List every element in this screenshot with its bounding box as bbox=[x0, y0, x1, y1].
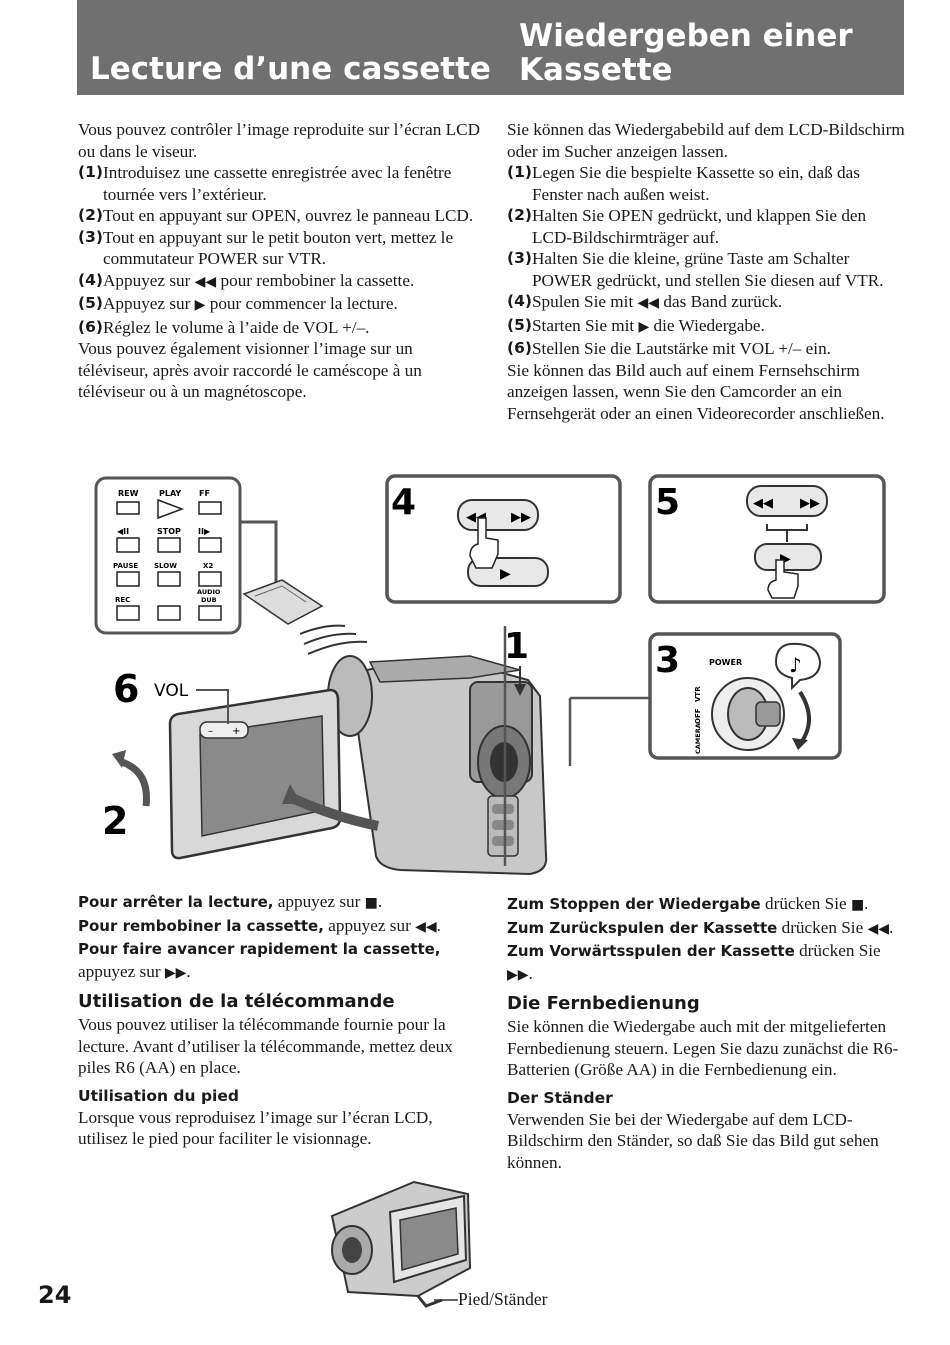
stop-icon: ■ bbox=[850, 897, 865, 913]
vol-label: VOL bbox=[154, 681, 189, 701]
open-lcd-arrow-icon bbox=[120, 758, 150, 807]
step-number-6: 6 bbox=[113, 667, 139, 711]
fr-step-4: (4)Appuyez sur ◀◀ pour rembobiner la cas… bbox=[78, 270, 415, 290]
de-step-3: (3)Halten Sie die kleine, grüne Taste am… bbox=[507, 249, 884, 290]
remote-label-x2: X2 bbox=[203, 562, 213, 570]
fr-step-1: (1)Introduisez une cassette enregistrée … bbox=[78, 163, 452, 204]
fr-step-5: (5)Appuyez sur ▶ pour commencer la lectu… bbox=[78, 294, 398, 313]
fr-stand-heading: Utilisation du pied bbox=[78, 1086, 239, 1105]
vol-buttons bbox=[199, 721, 249, 739]
remote-label-stop: STOP bbox=[157, 527, 181, 536]
step-number-5: 5 bbox=[655, 482, 680, 523]
remote-label-dub: DUB bbox=[201, 596, 217, 604]
fr-ff-tip: Pour faire avancer rapidement la cassett… bbox=[78, 940, 441, 981]
de-instructions: Sie können das Wiedergabebild auf dem LC… bbox=[507, 119, 905, 424]
de-step-2: (2)Halten Sie OPEN gedrückt, und klappen… bbox=[507, 206, 867, 247]
stand-caption: Pied/Ständer bbox=[458, 1289, 548, 1309]
svg-text:+: + bbox=[232, 726, 240, 737]
fr-instructions: Vous pouvez contrôler l’image reproduite… bbox=[78, 119, 483, 403]
remote-control-panel: REW PLAY FF ◀II STOP II▶ PAUSE SLOW X2 R… bbox=[94, 476, 242, 635]
power-label: POWER bbox=[709, 658, 742, 667]
fr-rewind-tip: Pour rembobiner la cassette, appuyez sur… bbox=[78, 915, 441, 935]
de-step-5: (5)Starten Sie mit ▶ die Wiedergabe. bbox=[507, 315, 765, 335]
play-icon: ▶ bbox=[638, 318, 650, 335]
playback-illustration: REW PLAY FF ◀II STOP II▶ PAUSE SLOW X2 R… bbox=[94, 474, 886, 876]
fr-step-2: (2)Tout en appuyant sur OPEN, ouvrez le … bbox=[78, 206, 474, 225]
fast-forward-icon: ▶▶ bbox=[164, 964, 187, 981]
de-step-4: (4)Spulen Sie mit ◀◀ das Band zurück. bbox=[507, 292, 783, 311]
step-4-panel: 4 ◀◀ ▶▶ ▶ bbox=[385, 474, 622, 604]
rewind-icon: ◀◀ bbox=[867, 920, 890, 937]
fr-tips: Pour arrêter la lecture, appuyez sur ■. … bbox=[78, 891, 483, 1150]
de-remote-text: Sie können die Wiedergabe auch mit der m… bbox=[507, 1017, 899, 1079]
rewind-icon: ◀◀ bbox=[415, 918, 437, 935]
finger-icon bbox=[469, 517, 499, 569]
remote-label-ff: FF bbox=[199, 489, 210, 498]
title-fr: Lecture d’une cassette bbox=[90, 51, 491, 87]
remote-control-unit bbox=[242, 579, 368, 655]
remote-label-rew: REW bbox=[118, 489, 139, 498]
fast-forward-icon: ▶▶ bbox=[511, 510, 531, 525]
music-note-icon: ♪ bbox=[789, 653, 802, 677]
fr-step-6: (6)Réglez le volume à l’aide de VOL +/–. bbox=[78, 317, 370, 337]
step-number-1: 1 bbox=[504, 626, 529, 667]
de-rewind-tip: Zum Zurückspulen der Kassette drücken Si… bbox=[507, 917, 894, 937]
step-number-4: 4 bbox=[391, 482, 416, 523]
svg-text:–: – bbox=[208, 726, 213, 737]
remote-label-rec: REC bbox=[115, 596, 130, 604]
remote-label-slow: SLOW bbox=[154, 562, 177, 570]
camcorder-stand-drawing bbox=[330, 1180, 472, 1308]
de-step-6: (6)Stellen Sie die Lautstärke mit VOL +/… bbox=[507, 339, 831, 358]
title-de-line1: Wiedergeben einer bbox=[519, 18, 853, 54]
step-number-3: 3 bbox=[655, 640, 680, 681]
camcorder-drawing: – + bbox=[168, 655, 548, 876]
title-de-line2: Kassette bbox=[519, 52, 673, 88]
rewind-icon: ◀◀ bbox=[194, 273, 217, 290]
svg-text:II▶: II▶ bbox=[198, 527, 211, 536]
de-remote-heading: Die Fernbedienung bbox=[507, 993, 700, 1014]
de-outro: Sie können das Bild auch auf einem Ferns… bbox=[507, 360, 885, 423]
step-number-2: 2 bbox=[102, 799, 128, 843]
page-number: 24 bbox=[38, 1281, 72, 1309]
vtr-label: VTR bbox=[694, 686, 702, 702]
de-tips: Zum Stoppen der Wiedergabe drücken Sie ■… bbox=[507, 893, 905, 1173]
de-stop-tip: Zum Stoppen der Wiedergabe drücken Sie ■… bbox=[507, 894, 869, 913]
fast-forward-icon: ▶▶ bbox=[507, 966, 529, 983]
title-de: Wiedergeben einer Kassette bbox=[519, 19, 853, 87]
play-icon: ▶ bbox=[500, 566, 511, 582]
fr-remote-text: Vous pouvez utiliser la télécommande fou… bbox=[78, 1015, 453, 1077]
step-5-panel: 5 ◀◀ ▶▶ ▶ bbox=[648, 474, 886, 604]
de-stand-text: Verwenden Sie bei der Wiedergabe auf dem… bbox=[507, 1109, 879, 1172]
play-icon: ▶ bbox=[780, 551, 791, 567]
de-step-1: (1)Legen Sie die bespielte Kassette so e… bbox=[507, 163, 860, 204]
play-icon: ▶ bbox=[194, 297, 206, 313]
play-icon bbox=[157, 498, 185, 520]
stop-icon: ■ bbox=[364, 895, 378, 911]
finger-icon bbox=[767, 559, 799, 599]
fr-stand-text: Lorsque vous reproduisez l’image sur l’é… bbox=[78, 1107, 433, 1149]
remote-label-pause: PAUSE bbox=[113, 562, 138, 570]
fast-forward-icon: ▶▶ bbox=[800, 496, 820, 511]
svg-text:◀II: ◀II bbox=[117, 527, 129, 536]
fr-outro: Vous pouvez également visionner l’image … bbox=[78, 339, 422, 401]
de-ff-tip: Zum Vorwärtsspulen der Kassette drücken … bbox=[507, 941, 881, 983]
de-stand-heading: Der Ständer bbox=[507, 1088, 613, 1107]
off-label: OFF bbox=[694, 708, 702, 724]
remote-label-audio: AUDIO bbox=[197, 588, 221, 596]
de-intro: Sie können das Wiedergabebild auf dem LC… bbox=[507, 120, 905, 161]
remote-label-play: PLAY bbox=[159, 489, 181, 498]
fr-stop-tip: Pour arrêter la lecture, appuyez sur ■. bbox=[78, 892, 383, 911]
rewind-icon: ◀◀ bbox=[637, 295, 660, 311]
fr-step-3: (3)Tout en appuyant sur le petit bouton … bbox=[78, 227, 454, 269]
fr-remote-heading: Utilisation de la télécommande bbox=[78, 991, 395, 1012]
camera-label: CAMERA bbox=[694, 723, 702, 754]
fr-intro: Vous pouvez contrôler l’image reproduite… bbox=[78, 120, 481, 161]
stand-leg bbox=[416, 1295, 443, 1308]
header-bar bbox=[77, 0, 904, 95]
beep-bubble-icon bbox=[774, 642, 822, 691]
step-3-panel: 3 POWER VTR OFF CAMERA ♪ bbox=[648, 632, 842, 760]
rewind-icon: ◀◀ bbox=[753, 496, 773, 511]
